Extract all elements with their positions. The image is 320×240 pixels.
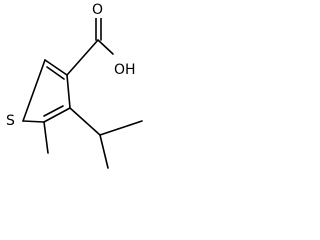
atom-label-sulfur: S: [6, 112, 18, 129]
bond-c4-c3: [66, 74, 71, 109]
hydroxyl-label: OH: [114, 62, 136, 78]
bond-c3-c2: [43, 107, 71, 123]
bond-c3-ch: [69, 107, 101, 136]
bond-c-oh: [97, 39, 114, 55]
bond-c4-ccooh: [66, 39, 99, 76]
chemical-structure-diagram: S O OH: [6, 2, 143, 169]
bond-c2-methyl: [43, 121, 49, 154]
atom-label-hydroxyl: OH: [114, 62, 140, 78]
bond-c2-s: [22, 120, 45, 123]
thiophene-ring: [22, 59, 71, 123]
bond-ch-ch3-down: [99, 134, 109, 169]
carbonyl-oxygen-label: O: [92, 2, 103, 18]
bond-ch-ch3-up: [99, 120, 143, 136]
bond-c3-c2-double: [43, 105, 64, 117]
atom-label-carbonyl-oxygen: O: [92, 2, 106, 18]
isopropyl-group: [69, 107, 143, 169]
bond-s-c5: [22, 59, 46, 122]
bond-c5-c4: [44, 59, 68, 76]
carboxylic-acid-group: [66, 16, 114, 76]
sulfur-label: S: [6, 113, 15, 129]
bond-c5-c4-double: [46, 66, 65, 80]
